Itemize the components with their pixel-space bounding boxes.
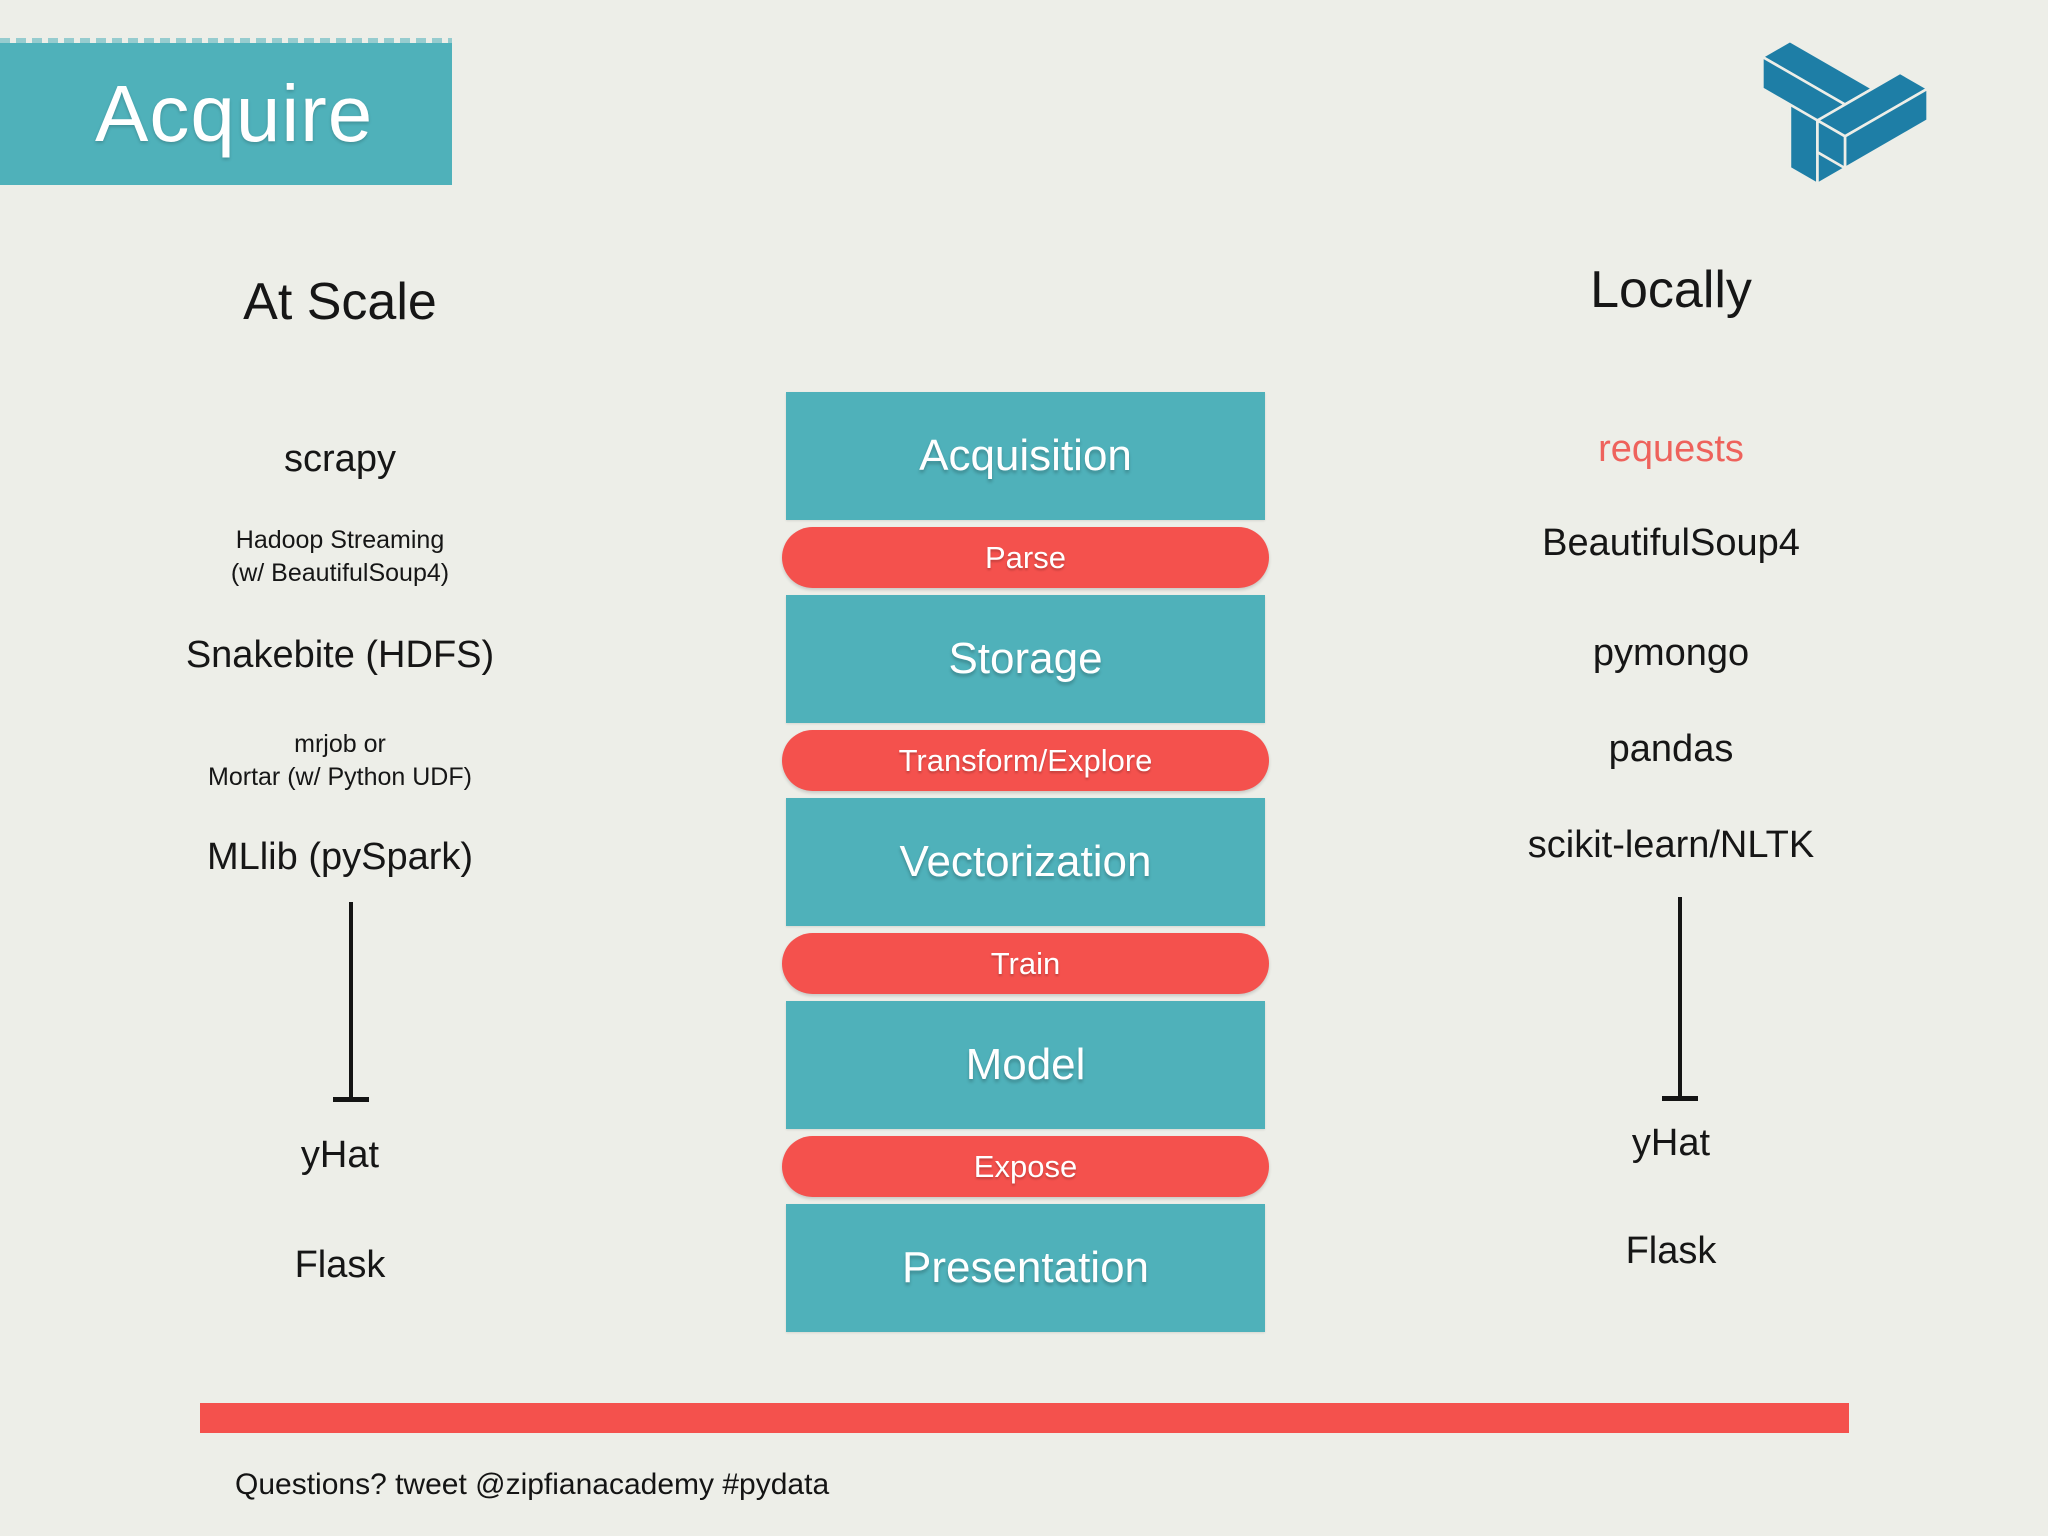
- left-item-scrapy: scrapy: [284, 438, 396, 480]
- left-item-yhat: yHat: [300, 1134, 380, 1176]
- left-item-hadoop-streaming: Hadoop Streaming (w/ BeautifulSoup4): [230, 526, 450, 587]
- pipeline-transition-parse: Parse: [782, 527, 1269, 588]
- footer-accent-bar: [200, 1403, 1849, 1433]
- footer-questions-text: Questions? tweet @zipfianacademy #pydata: [235, 1468, 830, 1501]
- left-column-heading: At Scale: [243, 273, 437, 331]
- left-item-mllib: MLlib (pySpark): [206, 836, 474, 878]
- left-item-flask: Flask: [294, 1244, 386, 1286]
- connector-line-right: [1662, 897, 1698, 1101]
- right-item-pandas: pandas: [1608, 728, 1734, 770]
- zipfian-academy-logo-icon: [1761, 39, 1929, 186]
- connector-cap-right: [1662, 1096, 1698, 1101]
- pipeline-stage-model: Model: [786, 1001, 1265, 1129]
- pipeline-stage-vectorization: Vectorization: [786, 798, 1265, 926]
- pipeline-transition-expose: Expose: [782, 1136, 1269, 1197]
- right-item-flask: Flask: [1625, 1230, 1717, 1272]
- right-column-heading: Locally: [1590, 261, 1752, 319]
- left-item-mrjob-mortar: mrjob or Mortar (w/ Python UDF): [208, 730, 472, 791]
- title-banner: Acquire: [0, 38, 452, 185]
- left-item-snakebite: Snakebite (HDFS): [185, 634, 495, 676]
- pipeline-stage-acquisition: Acquisition: [786, 392, 1265, 520]
- pipeline-transition-train: Train: [782, 933, 1269, 994]
- right-item-scikit-learn-nltk: scikit-learn/NLTK: [1527, 824, 1815, 866]
- pipeline-stage-presentation: Presentation: [786, 1204, 1265, 1332]
- right-item-pymongo: pymongo: [1592, 632, 1750, 674]
- right-item-requests: requests: [1598, 428, 1744, 470]
- pipeline: Acquisition Parse Storage Transform/Expl…: [782, 392, 1269, 1332]
- page-title: Acquire: [95, 69, 374, 158]
- pipeline-transition-transform-explore: Transform/Explore: [782, 730, 1269, 791]
- connector-cap-left: [333, 1097, 369, 1102]
- connector-line-left: [333, 902, 369, 1102]
- right-item-beautifulsoup4: BeautifulSoup4: [1542, 522, 1800, 564]
- pipeline-stage-storage: Storage: [786, 595, 1265, 723]
- right-item-yhat: yHat: [1631, 1122, 1711, 1164]
